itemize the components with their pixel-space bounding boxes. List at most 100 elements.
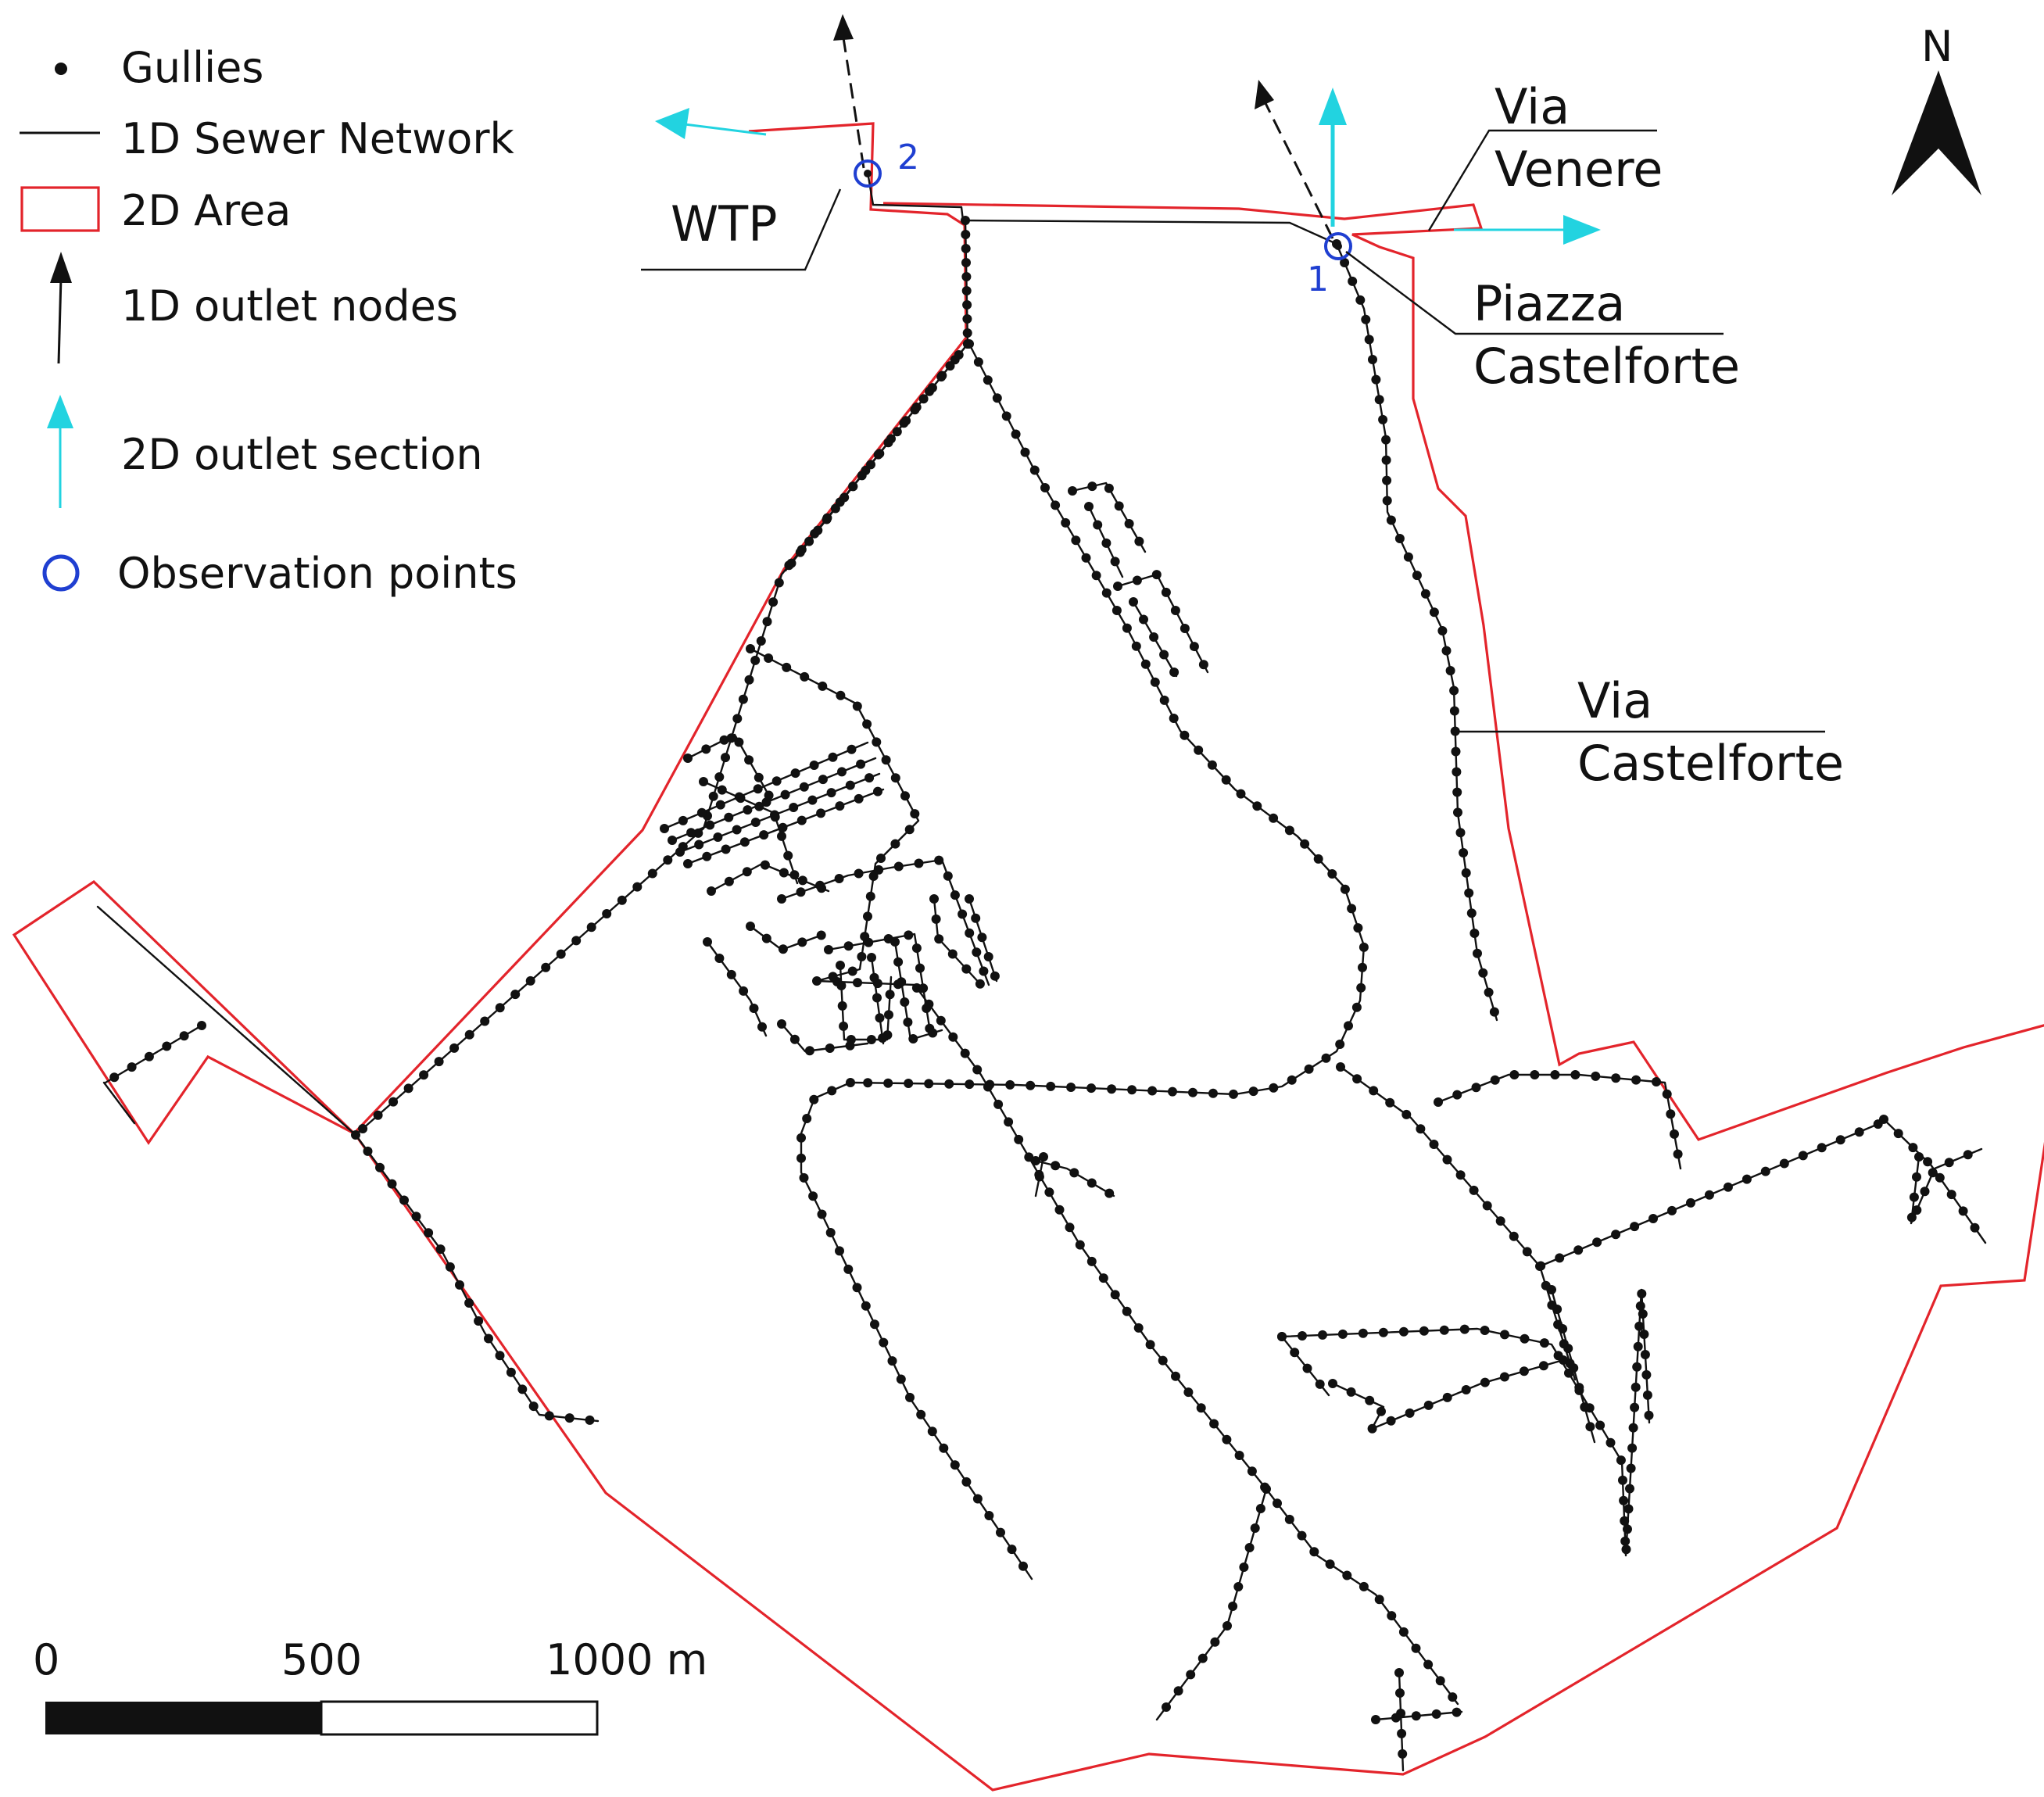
gully-dot-icon	[983, 952, 993, 961]
gully-dot-icon	[1437, 626, 1448, 635]
gully-dot-icon	[910, 809, 920, 819]
gully-dot-icon	[993, 1099, 1004, 1109]
gully-dot-icon	[1207, 760, 1217, 770]
scale-tick-500: 500	[281, 1635, 362, 1684]
gully-dot-icon	[836, 961, 845, 970]
gully-dot-icon	[1500, 1330, 1509, 1340]
gully-dot-icon	[1075, 1240, 1085, 1250]
gully-dot-icon	[971, 913, 981, 923]
observation-label-2: 2	[897, 138, 919, 177]
gully-dot-icon	[1630, 1402, 1640, 1412]
gully-dot-icon	[963, 339, 972, 349]
outlet-node-arrow-icon	[1255, 80, 1274, 109]
gully-dot-icon	[961, 216, 970, 225]
gully-dot-icon	[827, 1086, 837, 1096]
gully-dot-icon	[761, 933, 771, 943]
gully-dot-icon	[1361, 314, 1371, 324]
gully-dot-icon	[1321, 1053, 1331, 1063]
gully-dot-icon	[915, 963, 925, 973]
gully-dot-icon	[445, 1262, 455, 1272]
gully-dot-icon	[818, 775, 828, 785]
gully-dot-icon	[881, 755, 891, 765]
gully-dot-icon	[1309, 1547, 1319, 1557]
gully-dot-icon	[1398, 1627, 1409, 1637]
gully-dot-icon	[1356, 983, 1366, 993]
gully-dot-icon	[1637, 1289, 1647, 1299]
gully-dot-icon	[434, 1057, 444, 1067]
gully-dot-icon	[1381, 435, 1391, 445]
gully-dot-icon	[1287, 1075, 1297, 1085]
outlet-node-arrow-icon	[833, 14, 854, 41]
gully-dot-icon	[1368, 355, 1377, 364]
gully-dot-icon	[1387, 1611, 1397, 1621]
gully-dot-icon	[1365, 1395, 1375, 1405]
gully-dot-icon	[1403, 552, 1413, 562]
gully-dot-icon	[1255, 1504, 1265, 1513]
gully-dot-icon	[474, 1316, 484, 1326]
gully-dot-icon	[1963, 1150, 1973, 1160]
gully-dot-icon	[1673, 1149, 1683, 1159]
gully-dot-icon	[1906, 1212, 1917, 1222]
gully-dot-icon	[1944, 1158, 1954, 1168]
legend-gullies: Gullies	[121, 43, 263, 92]
gully-dot-icon	[1420, 589, 1430, 599]
gully-dot-icon	[1478, 968, 1488, 978]
label-via-venere-1: Via	[1495, 78, 1570, 135]
gully-dot-icon	[1313, 854, 1323, 864]
gully-dot-icon	[975, 979, 985, 989]
gully-dot-icon	[1385, 1097, 1395, 1108]
gully-dot-icon	[1455, 828, 1466, 838]
area-2d	[12, 122, 2044, 1792]
gully-dot-icon	[686, 828, 696, 838]
gully-dot-icon	[1445, 666, 1455, 675]
scale-bar-black	[45, 1702, 321, 1734]
gully-dot-icon	[1011, 429, 1021, 439]
gully-dot-icon	[1411, 1643, 1421, 1653]
gully-dot-icon	[1020, 447, 1030, 457]
gully-dot-icon	[1188, 1087, 1197, 1097]
gully-dot-icon	[822, 514, 832, 524]
gully-dot-icon	[1358, 1328, 1368, 1338]
gully-dot-icon	[1194, 745, 1204, 755]
gully-dot-icon	[742, 867, 752, 877]
gully-dot-icon	[890, 839, 900, 849]
gully-dot-icon	[857, 471, 867, 481]
gully-dot-icon	[1442, 1154, 1452, 1165]
gully-dot-icon	[1616, 1455, 1626, 1466]
gully-dot-icon	[707, 886, 716, 896]
gully-dot-icon	[983, 375, 993, 385]
gully-dot-icon	[983, 1082, 993, 1092]
gully-dot-icon	[961, 230, 971, 239]
gully-dot-icon	[1342, 1570, 1352, 1580]
gully-dot-icon	[517, 1384, 528, 1394]
gully-dot-icon	[1535, 1262, 1545, 1271]
gully-dot-icon	[127, 1062, 137, 1072]
gully-dot-icon	[1101, 538, 1111, 548]
gully-dot-icon	[1382, 496, 1392, 506]
gully-dot-icon	[1471, 1083, 1481, 1093]
gully-dot-icon	[760, 860, 770, 870]
gully-dot-icon	[753, 784, 763, 794]
gully-dot-icon	[1221, 775, 1231, 785]
gully-dot-icon	[750, 818, 761, 827]
gully-dot-icon	[1559, 1339, 1569, 1349]
gully-dot-icon	[1439, 1325, 1449, 1335]
gully-dot-icon	[541, 962, 551, 972]
gully-dot-icon	[1346, 1387, 1356, 1397]
gully-dot-icon	[1619, 1495, 1629, 1505]
gully-dot-icon	[1547, 1300, 1557, 1310]
gully-dot-icon	[992, 393, 1002, 403]
gully-dot-icon	[943, 871, 953, 881]
gully-dot-icon	[1640, 1350, 1650, 1359]
gullies-layer	[109, 216, 1980, 1759]
gully-dot-icon	[1054, 1205, 1065, 1215]
gully-dot-icon	[743, 805, 753, 815]
gully-dot-icon	[1173, 1686, 1183, 1696]
gully-dot-icon	[732, 714, 743, 724]
gully-dot-icon	[1435, 1676, 1445, 1686]
gully-dot-icon	[1352, 1074, 1362, 1084]
gully-dot-icon	[1340, 258, 1350, 267]
gully-dot-icon	[721, 753, 730, 763]
gully-dot-icon	[683, 754, 693, 763]
sewer-line	[827, 933, 932, 1033]
